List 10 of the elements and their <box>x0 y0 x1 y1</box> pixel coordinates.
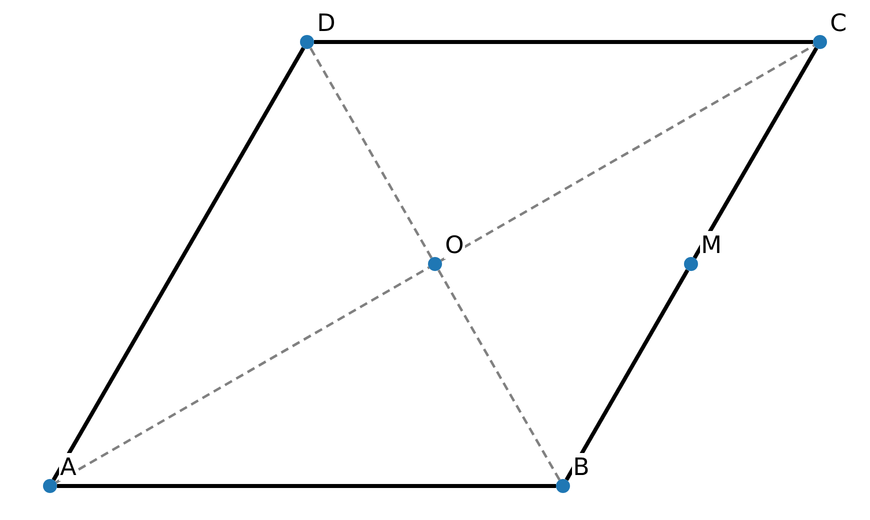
side-line <box>52 47 306 481</box>
side-line <box>564 269 690 481</box>
point-label: A <box>59 453 78 481</box>
side-line <box>57 484 556 488</box>
side-line <box>314 40 813 44</box>
diagonal-line <box>309 47 433 259</box>
diagonal-line <box>440 44 815 262</box>
diagonal-line <box>55 266 430 484</box>
diagonal-line <box>437 269 561 481</box>
side-line <box>692 47 818 259</box>
